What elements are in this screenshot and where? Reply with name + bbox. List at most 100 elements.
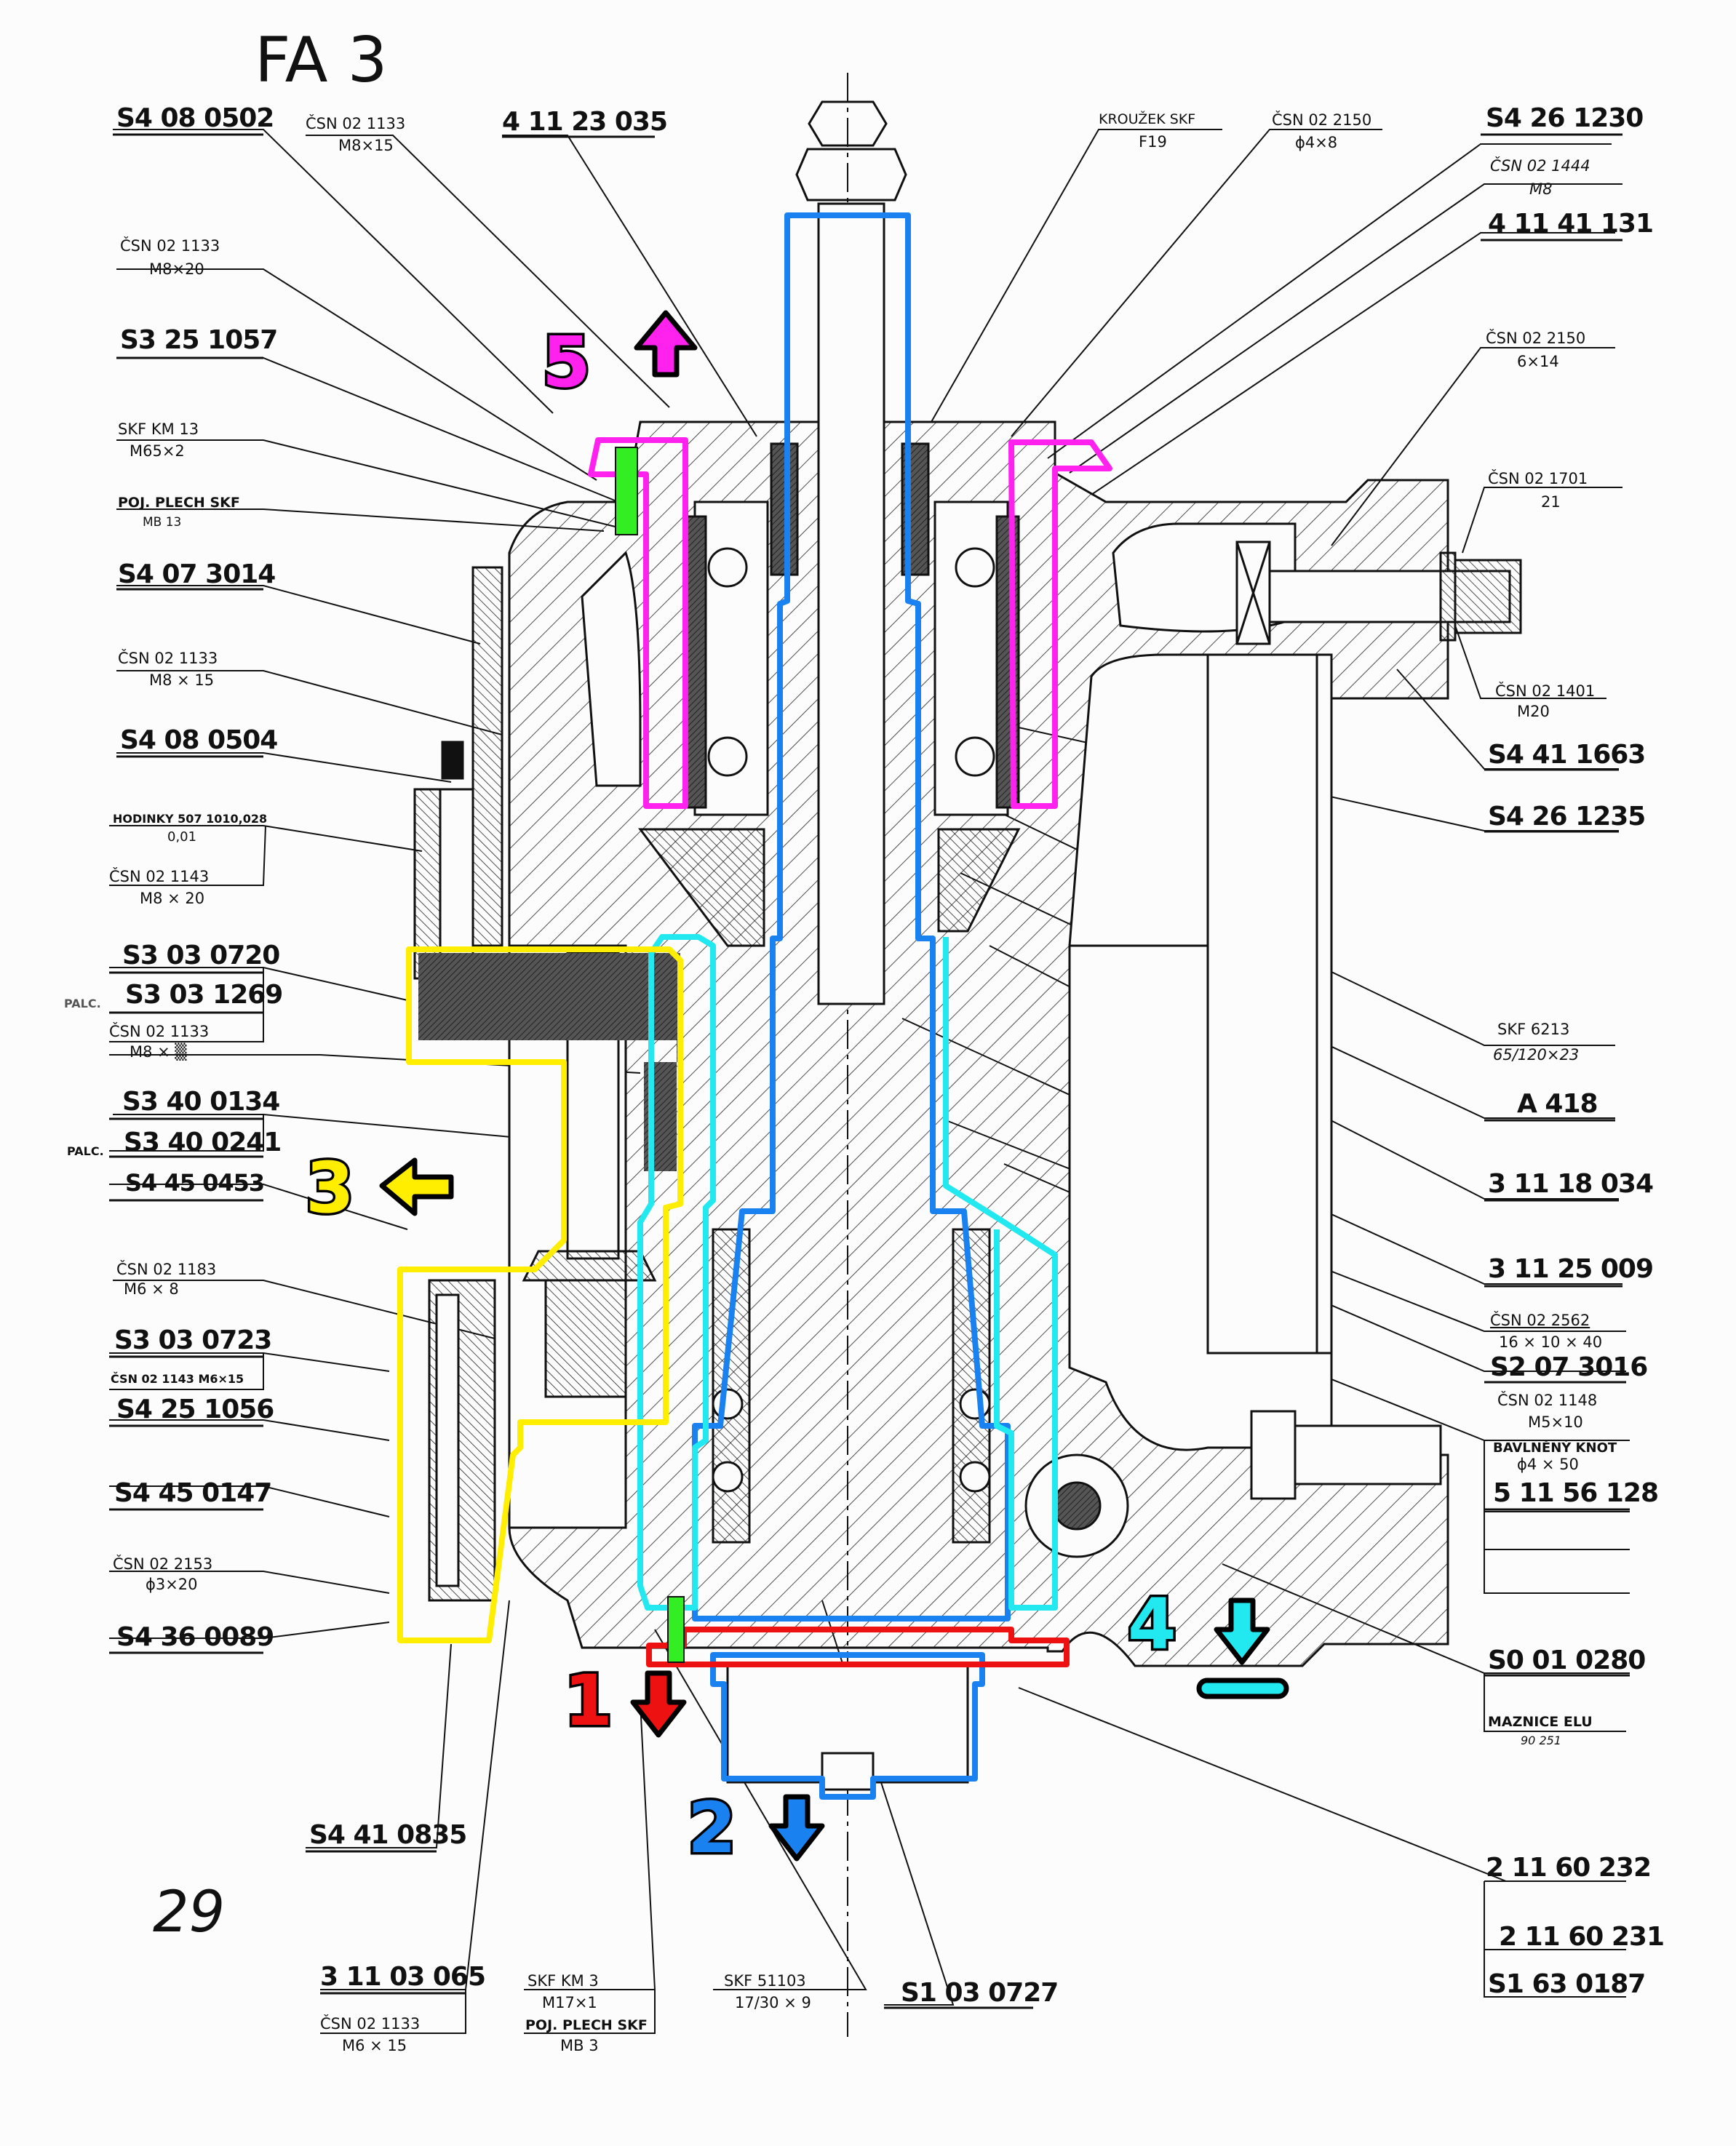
part-label: S4 26 1235 bbox=[1488, 802, 1646, 831]
part-label: ČSN 02 1143 bbox=[109, 868, 210, 885]
part-spec: MB 13 bbox=[143, 515, 182, 530]
gear-highlight-yellow bbox=[397, 946, 683, 1643]
part-spec: M8 × ▒ bbox=[130, 1043, 187, 1061]
part-label: S3 03 0723 bbox=[114, 1325, 272, 1355]
part-label: S4 45 0453 bbox=[125, 1169, 265, 1197]
part-label: ČSN 02 2153 bbox=[113, 1555, 213, 1573]
arrow-down-icon-4 bbox=[1214, 1597, 1270, 1665]
part-spec: M8×15 bbox=[338, 137, 394, 154]
part-spec: 0,01 bbox=[167, 829, 197, 845]
spindle-drawing bbox=[428, 73, 1021, 2037]
part-spec: M17×1 bbox=[542, 1994, 597, 2011]
part-spec: F19 bbox=[1139, 133, 1167, 151]
part-label: 2 11 60 232 bbox=[1486, 1853, 1652, 1883]
part-label: S3 25 1057 bbox=[120, 325, 278, 355]
part-label: S4 41 0835 bbox=[309, 1820, 467, 1850]
part-spec: M65×2 bbox=[130, 442, 185, 460]
part-spec: M20 bbox=[1517, 703, 1550, 720]
part-label: BAVLNĚNÝ KNOT bbox=[1493, 1440, 1617, 1456]
part-label: S3 40 0134 bbox=[122, 1087, 280, 1117]
part-label: ČSN 02 2562 bbox=[1490, 1312, 1590, 1329]
part-spec: M8 × 20 bbox=[140, 890, 205, 907]
part-label: S4 36 0089 bbox=[116, 1622, 274, 1652]
sheet-title: FA 3 bbox=[255, 24, 388, 97]
screw-highlight-green-top bbox=[615, 447, 638, 535]
part-label: ČSN 02 1133 bbox=[306, 115, 406, 132]
part-label: 3 11 03 065 bbox=[320, 1962, 486, 1992]
part-label: SKF KM 3 bbox=[527, 1972, 599, 1990]
palc-prefix: PALC. bbox=[64, 997, 101, 1010]
part-label: S4 08 0504 bbox=[120, 725, 278, 755]
part-label: 4 11 41 131 bbox=[1488, 209, 1654, 239]
part-label: ČSN 02 1401 bbox=[1495, 682, 1596, 700]
part-label: 3 11 25 009 bbox=[1488, 1254, 1654, 1284]
part-label: ČSN 02 1133 bbox=[109, 1023, 210, 1040]
marker-5: 5 bbox=[540, 322, 594, 403]
part-label: S4 25 1056 bbox=[116, 1395, 274, 1424]
part-spec: 6×14 bbox=[1517, 353, 1559, 370]
part-label: A 418 bbox=[1517, 1089, 1598, 1119]
part-spec: 65/120×23 bbox=[1493, 1046, 1580, 1064]
underline-bar-4 bbox=[1196, 1678, 1289, 1699]
part-label: SKF 6213 bbox=[1497, 1021, 1570, 1038]
part-label: 5 11 56 128 bbox=[1493, 1478, 1659, 1508]
part-spec: M5×10 bbox=[1528, 1413, 1583, 1431]
part-label: HODINKY 507 1010,028 bbox=[113, 812, 268, 826]
marker-1: 1 bbox=[562, 1660, 616, 1742]
part-label: S3 03 1269 bbox=[125, 980, 283, 1010]
part-label: S4 07 3014 bbox=[118, 559, 276, 589]
page-number: 29 bbox=[153, 1880, 226, 1945]
part-spec: M8 × 15 bbox=[149, 671, 215, 689]
part-label: MAZNICE ELU bbox=[1488, 1714, 1593, 1730]
part-spec: M6 × 15 bbox=[342, 2037, 407, 2054]
part-spec: 17/30 × 9 bbox=[735, 1994, 811, 2011]
part-label: S4 08 0502 bbox=[116, 103, 274, 133]
part-label: ČSN 02 1701 bbox=[1488, 470, 1588, 487]
quill-highlight-magenta-left bbox=[588, 437, 688, 809]
part-spec: 21 bbox=[1541, 493, 1561, 511]
part-label: S0 01 0280 bbox=[1488, 1646, 1646, 1675]
part-label: ČSN 02 1148 bbox=[1497, 1392, 1598, 1409]
marker-4: 4 bbox=[1126, 1584, 1179, 1665]
part-label: S4 41 1663 bbox=[1488, 740, 1646, 770]
part-label: 4 11 23 035 bbox=[502, 107, 668, 137]
palc-prefix: PALC. bbox=[67, 1144, 104, 1158]
part-label: ČSN 02 1444 bbox=[1490, 157, 1590, 175]
part-label: ČSN 02 1133 bbox=[120, 237, 220, 255]
gear-upper-dark bbox=[418, 953, 680, 1040]
part-spec: 90 251 bbox=[1521, 1734, 1561, 1747]
part-label: SKF 51103 bbox=[724, 1972, 806, 1990]
part-label: S1 63 0187 bbox=[1488, 1969, 1646, 1999]
part-label: S3 40 0241 bbox=[124, 1128, 282, 1157]
part-label: KROUŽEK SKF bbox=[1099, 111, 1196, 127]
part-label: S2 07 3016 bbox=[1490, 1352, 1648, 1382]
part-label: SKF KM 13 bbox=[118, 420, 199, 438]
part-label: ČSN 02 2150 bbox=[1272, 111, 1372, 129]
part-label: S1 03 0727 bbox=[901, 1978, 1059, 2008]
part-label: ČSN 02 2150 bbox=[1486, 330, 1586, 347]
part-spec: MB 3 bbox=[560, 2037, 599, 2054]
quill-highlight-magenta-right bbox=[1008, 439, 1112, 809]
arrow-down-icon-2 bbox=[768, 1794, 825, 1862]
part-spec: ϕ4×8 bbox=[1295, 134, 1338, 151]
part-spec: M8×20 bbox=[149, 260, 204, 278]
marker-3: 3 bbox=[303, 1147, 357, 1229]
part-label: ČSN 02 1183 bbox=[116, 1261, 217, 1278]
part-spec: M8 bbox=[1529, 180, 1553, 198]
part-label: S4 45 0147 bbox=[114, 1478, 272, 1508]
part-label: ČSN 02 1133 bbox=[320, 2015, 421, 2033]
part-label: POJ. PLECH SKF bbox=[118, 495, 240, 511]
arrow-down-icon-1 bbox=[630, 1670, 687, 1738]
part-spec: 16 × 10 × 40 bbox=[1499, 1333, 1603, 1351]
sleeve-highlight-cyan bbox=[637, 934, 1058, 1611]
part-label: S3 03 0720 bbox=[122, 941, 280, 970]
arrow-left-icon-3 bbox=[379, 1157, 454, 1216]
arrow-up-icon-5 bbox=[634, 310, 698, 378]
part-label: ČSN 02 1133 bbox=[118, 650, 218, 667]
part-spec: ϕ3×20 bbox=[146, 1576, 198, 1593]
part-label: 3 11 18 034 bbox=[1488, 1169, 1654, 1199]
spindle-highlight-blue bbox=[692, 212, 1011, 1622]
part-label: S4 26 1230 bbox=[1486, 103, 1644, 133]
